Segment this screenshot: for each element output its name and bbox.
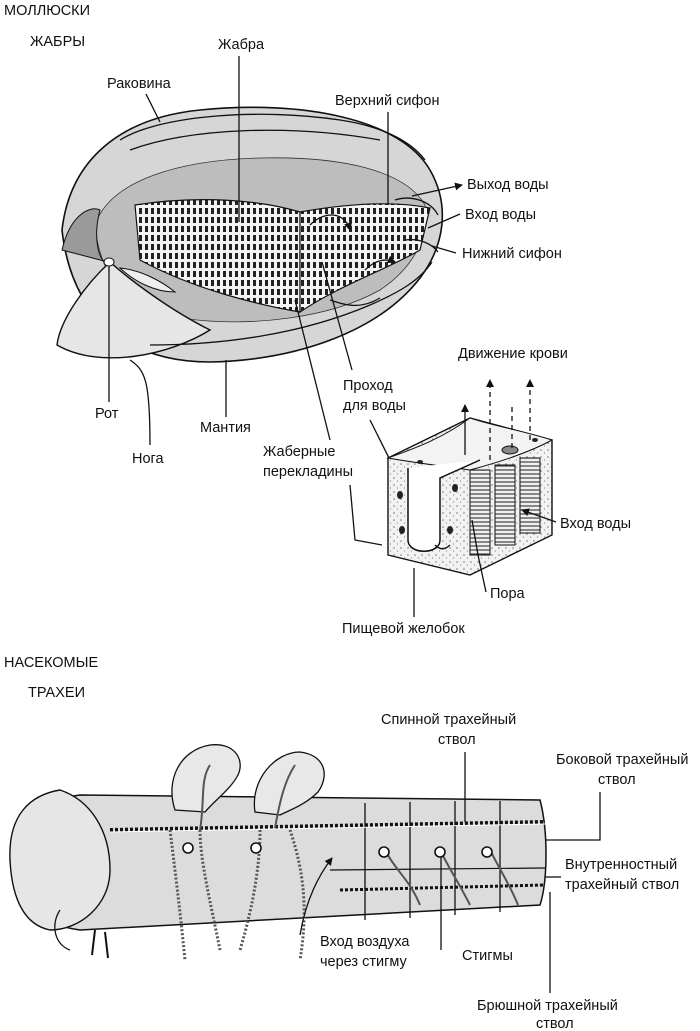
label-upper-siphon: Верхний сифон bbox=[335, 93, 439, 109]
label-mantle: Мантия bbox=[200, 420, 251, 436]
label-visceral-trunk-line1: Внутренностный bbox=[565, 857, 677, 873]
label-water-passage-line2: для воды bbox=[343, 398, 406, 414]
label-water-in: Вход воды bbox=[465, 207, 536, 223]
arrow-water-out bbox=[411, 182, 463, 197]
label-shell: Раковина bbox=[107, 76, 172, 92]
leader-foot bbox=[129, 359, 151, 446]
label-air-entry-line1: Вход воздуха bbox=[320, 934, 410, 950]
label-lower-siphon: Нижний сифон bbox=[462, 246, 562, 262]
label-gill-bars-line2: перекладины bbox=[263, 464, 353, 480]
label-lateral-trunk-line1: Боковой трахейный bbox=[556, 752, 688, 768]
label-gill: Жабра bbox=[218, 37, 265, 53]
insect-illustration bbox=[9, 744, 547, 961]
mollusk-illustration bbox=[56, 106, 444, 363]
leader-water-passage bbox=[321, 261, 353, 371]
section-title-insects: НАСЕКОМЫЕ bbox=[4, 655, 98, 671]
label-water-passage-line1: Проход bbox=[343, 378, 393, 394]
label-ventral-trunk-line1: Брюшной трахейный bbox=[477, 998, 618, 1014]
gill-detail-illustration bbox=[386, 379, 554, 576]
section-subtitle-tracheae: ТРАХЕИ bbox=[28, 685, 85, 701]
label-dorsal-trunk-line1: Спинной трахейный bbox=[381, 712, 516, 728]
leader-shell bbox=[145, 93, 161, 123]
label-food-groove: Пищевой желобок bbox=[342, 621, 465, 637]
label-visceral-trunk-line2: трахейный ствол bbox=[565, 877, 679, 893]
label-foot: Нога bbox=[132, 451, 165, 467]
label-mouth: Рот bbox=[95, 406, 119, 422]
leader-water-in bbox=[427, 213, 461, 229]
leader-gill-bars-detail bbox=[349, 484, 383, 546]
label-stigmata: Стигмы bbox=[462, 948, 513, 964]
leader-gill-bars bbox=[294, 299, 331, 441]
leader-lateral-trunk bbox=[545, 792, 601, 841]
label-pore: Пора bbox=[490, 586, 526, 602]
label-gill-bars-line1: Жаберные bbox=[263, 444, 335, 460]
label-blood-flow: Движение крови bbox=[458, 346, 568, 362]
label-air-entry-line2: через стигму bbox=[320, 954, 408, 970]
leader-pore bbox=[471, 519, 487, 593]
label-ventral-trunk-line2: ствол bbox=[536, 1016, 574, 1031]
label-lateral-trunk-line2: ствол bbox=[598, 772, 636, 788]
arrow-water-in-detail bbox=[521, 508, 557, 523]
section-title-mollusks: МОЛЛЮСКИ bbox=[4, 3, 90, 19]
label-dorsal-trunk-line2: ствол bbox=[438, 732, 476, 748]
label-water-out: Выход воды bbox=[467, 177, 549, 193]
leader-lower-siphon bbox=[431, 245, 457, 254]
section-subtitle-gills: ЖАБРЫ bbox=[30, 34, 85, 50]
label-water-in-detail: Вход воды bbox=[560, 516, 631, 532]
